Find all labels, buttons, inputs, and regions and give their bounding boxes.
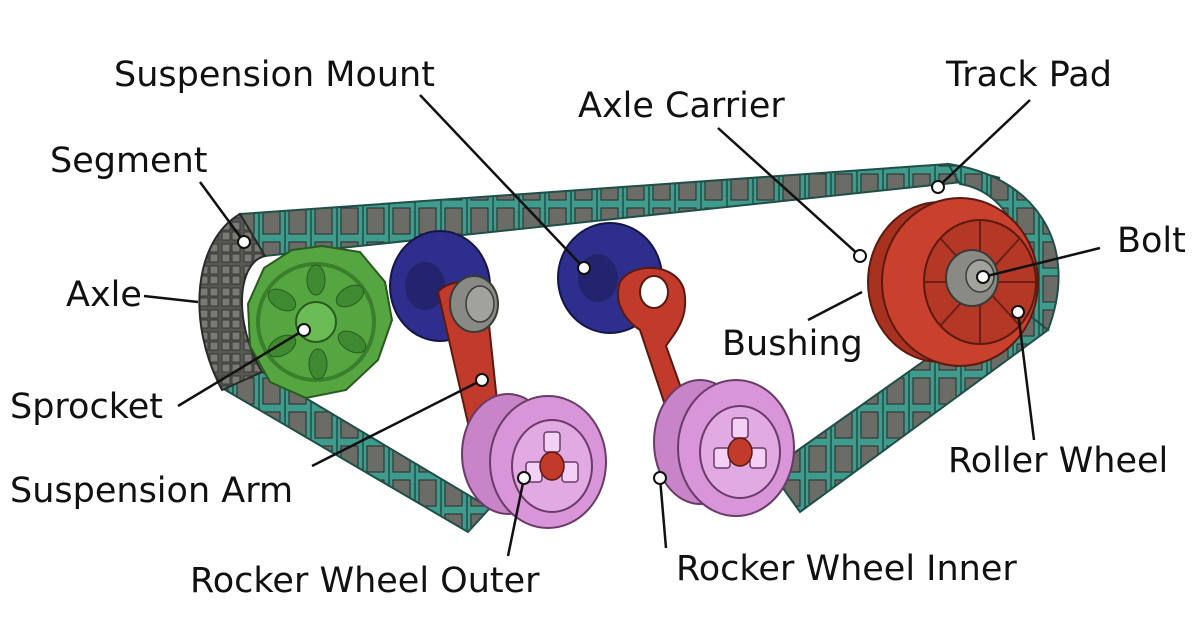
label-suspension-arm: Suspension Arm	[10, 471, 293, 511]
leader-rocker-wheel-outer	[506, 477, 526, 557]
sprocket	[246, 244, 394, 400]
label-track-pad: Track Pad	[945, 55, 1112, 95]
dot-segment	[237, 235, 251, 249]
dot-rocker-wheel-outer	[517, 471, 531, 485]
label-axle-carrier: Axle Carrier	[578, 86, 785, 126]
dot-suspension-arm	[475, 373, 489, 387]
leader-segment	[198, 181, 246, 243]
label-bolt: Bolt	[1117, 221, 1186, 261]
leader-suspension-arm	[311, 378, 483, 468]
leader-roller-wheel	[1016, 311, 1036, 441]
leader-sprocket	[177, 328, 305, 408]
roller-wheel	[867, 197, 1039, 367]
dot-sprocket	[297, 323, 311, 337]
leader-lines	[143, 94, 1101, 557]
label-suspension-mount: Suspension Mount	[114, 55, 435, 95]
leader-suspension-mount	[419, 94, 585, 269]
leader-bushing	[807, 290, 863, 322]
dot-bolt	[976, 270, 990, 284]
rocker-wheel-left	[461, 393, 607, 529]
dot-axle-carrier	[853, 249, 867, 263]
leader-bolt	[982, 246, 1101, 279]
dot-rocker-wheel-inner	[653, 471, 667, 485]
leader-dots	[237, 180, 1025, 485]
leader-track-pad	[937, 99, 1031, 188]
dot-roller-wheel	[1011, 305, 1025, 319]
leader-axle-carrier	[717, 127, 861, 257]
leader-axle	[143, 294, 199, 304]
label-axle: Axle	[66, 275, 142, 315]
label-rocker-wheel-outer: Rocker Wheel Outer	[190, 561, 540, 601]
rocker-wheel-right	[653, 379, 795, 517]
label-sprocket: Sprocket	[10, 387, 163, 427]
dot-suspension-mount	[577, 261, 591, 275]
track-segment-wrap	[198, 212, 267, 392]
label-roller-wheel: Roller Wheel	[948, 441, 1168, 481]
label-rocker-wheel-inner: Rocker Wheel Inner	[676, 549, 1017, 589]
dot-track-pad	[931, 180, 945, 194]
label-bushing: Bushing	[722, 324, 863, 364]
labels: Suspension Mount Axle Carrier Track Pad …	[10, 55, 1186, 601]
label-segment: Segment	[50, 141, 208, 181]
suspension-arm-left	[436, 275, 502, 442]
leader-rocker-wheel-inner	[658, 477, 668, 549]
